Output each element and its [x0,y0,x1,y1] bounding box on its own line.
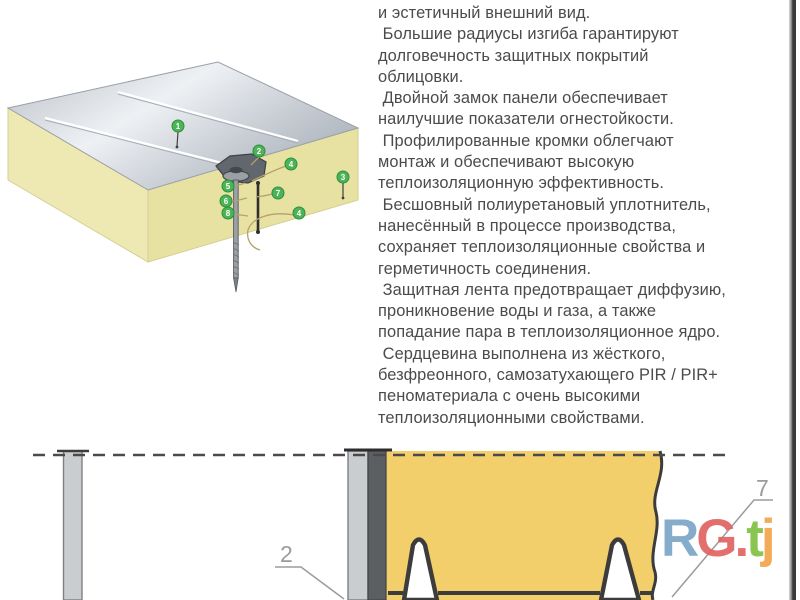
callout-2: 2 [275,541,345,600]
marker-leader-lines [230,156,295,251]
marker-label: 8 [226,209,231,218]
product-description-text: и эстетичный внешний вид. Большие радиус… [378,4,726,427]
part-marker-4a: 4 [284,157,298,171]
page-right-border [789,0,796,600]
part-marker-1: 1 [171,119,185,133]
part-marker-8: 8 [221,206,235,220]
marker-label: 5 [226,182,231,191]
watermark-letter-g: G [696,509,737,568]
marker-label: 4 [289,160,294,169]
marker-label: 1 [176,122,181,131]
profile-notch-left [401,537,440,600]
marker-label: 2 [257,147,262,156]
sealant-bead [256,181,260,234]
panel-joint-cross-section-drawing: 2 7 [33,448,773,600]
panel-top-grooves [44,90,299,167]
marker-pins [175,131,345,200]
marker-label: 7 [276,189,281,198]
sandwich-panel-3d-illustration: 1 2 4 3 5 6 7 8 [6,61,360,293]
part-marker-3: 3 [336,170,350,184]
watermark-dot: . [734,509,750,568]
left-wall-bar [57,449,89,600]
watermark-letter-r: R [661,509,699,568]
rgtj-watermark: RG.tj [661,509,776,568]
watermark-letter-j: j [760,509,776,568]
section-foam-core [386,451,662,600]
middle-wall-bars [344,448,392,600]
profile-notch-right [598,537,642,600]
marker-label: 4 [297,209,302,218]
watermark-letter-t: t [746,509,764,568]
torn-edge [650,450,664,600]
callout-7-label: 7 [756,475,769,501]
part-marker-6: 6 [219,194,233,208]
part-marker-7: 7 [271,186,285,200]
callout-2-label: 2 [280,541,293,567]
part-marker-4b: 4 [292,206,306,220]
screw-fastener [232,179,240,293]
part-marker-2: 2 [252,144,266,158]
part-marker-5: 5 [221,179,235,193]
callout-7: 7 [671,475,773,598]
marker-label: 6 [224,197,229,206]
marker-label: 3 [341,173,346,182]
